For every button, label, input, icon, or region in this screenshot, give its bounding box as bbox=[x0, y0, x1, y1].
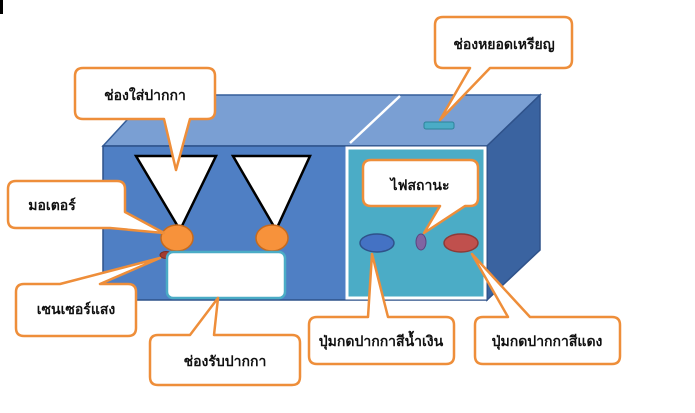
callout-pen-tray: ช่องรับปากกา bbox=[148, 296, 302, 387]
callout-coin-slot: ช่องหยอดเหรียญ bbox=[433, 15, 574, 122]
pen-funnel-right bbox=[230, 154, 312, 233]
coin-slot-label: ช่องหยอดเหรียญ bbox=[453, 37, 554, 53]
motor-right bbox=[255, 224, 289, 252]
status-led bbox=[415, 233, 427, 251]
pen-tray bbox=[165, 250, 287, 300]
red-pen-button-label: ปุ่มกดปากกาสีแดง bbox=[492, 334, 603, 350]
blue-pen-button-label: ปุ่มกดปากกาสีน้ำเงิน bbox=[319, 330, 444, 350]
light-sensor-label: เซนเซอร์แสง bbox=[37, 301, 116, 318]
callout-pen-inlet: ช่องใส่ปากกา bbox=[73, 66, 217, 172]
corner-mark bbox=[0, 0, 3, 14]
top-divider-line bbox=[349, 95, 401, 144]
pen-mechanism bbox=[133, 154, 312, 300]
motor-left bbox=[160, 224, 194, 252]
red-pen-button bbox=[443, 233, 479, 253]
status-light-label: ไฟสถานะ bbox=[389, 176, 450, 194]
pen-inlet-label: ช่องใส่ปากกา bbox=[104, 86, 186, 104]
pen-tray-label: ช่องรับปากกา bbox=[184, 354, 267, 370]
callout-light-sensor: เซนเซอร์แสง bbox=[14, 256, 162, 338]
blue-pen-button bbox=[359, 233, 395, 253]
callout-blue-pen-button: ปุ่มกดปากกาสีน้ำเงิน bbox=[307, 252, 456, 366]
callout-motor: มอเตอร์ bbox=[6, 179, 166, 235]
callout-status-light: ไฟสถานะ bbox=[361, 158, 480, 235]
callout-red-pen-button: ปุ่มกดปากกาสีแดง bbox=[470, 252, 622, 366]
motor-label: มอเตอร์ bbox=[28, 197, 76, 214]
coin-slot bbox=[423, 121, 455, 130]
